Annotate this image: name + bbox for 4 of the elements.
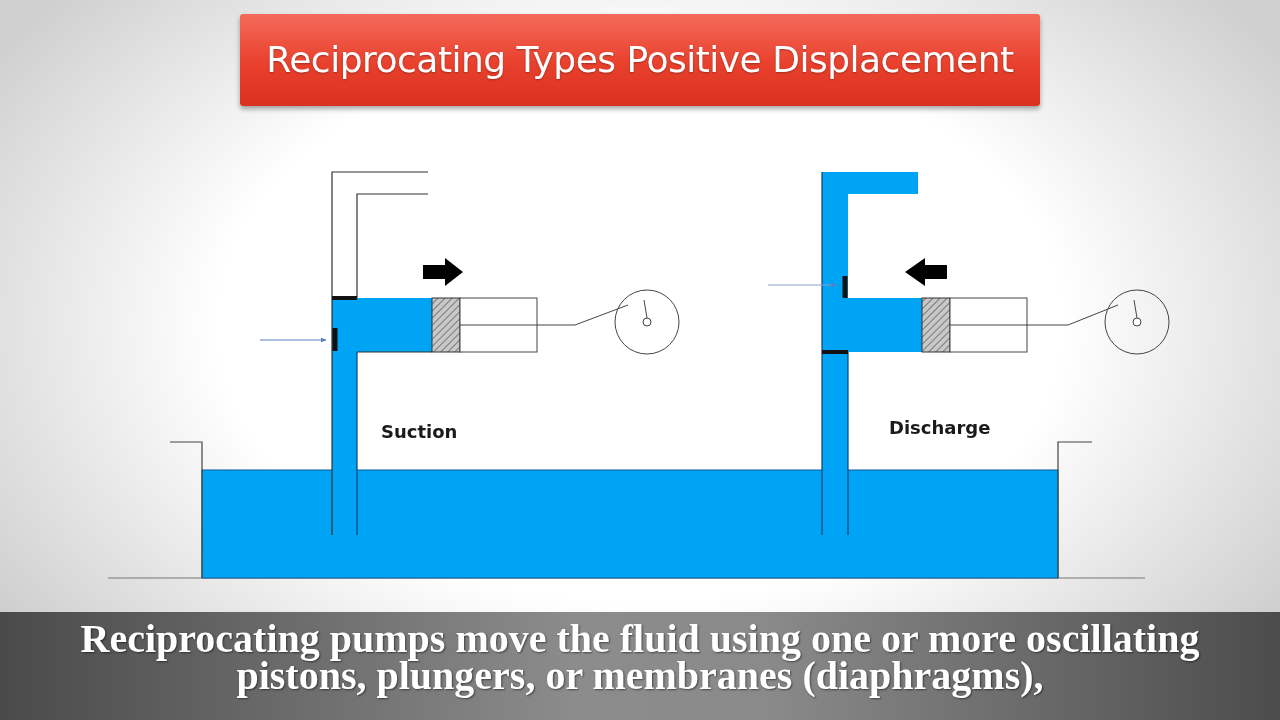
stroke-label: Discharge	[889, 417, 991, 439]
title-banner: Reciprocating Types Positive Displacement	[240, 14, 1040, 106]
subtitle-caption: Reciprocating pumps move the fluid using one or more oscillating pistons, plungers, or membranes (diaphragms),	[0, 612, 1280, 720]
stroke-label: Suction	[381, 421, 458, 443]
